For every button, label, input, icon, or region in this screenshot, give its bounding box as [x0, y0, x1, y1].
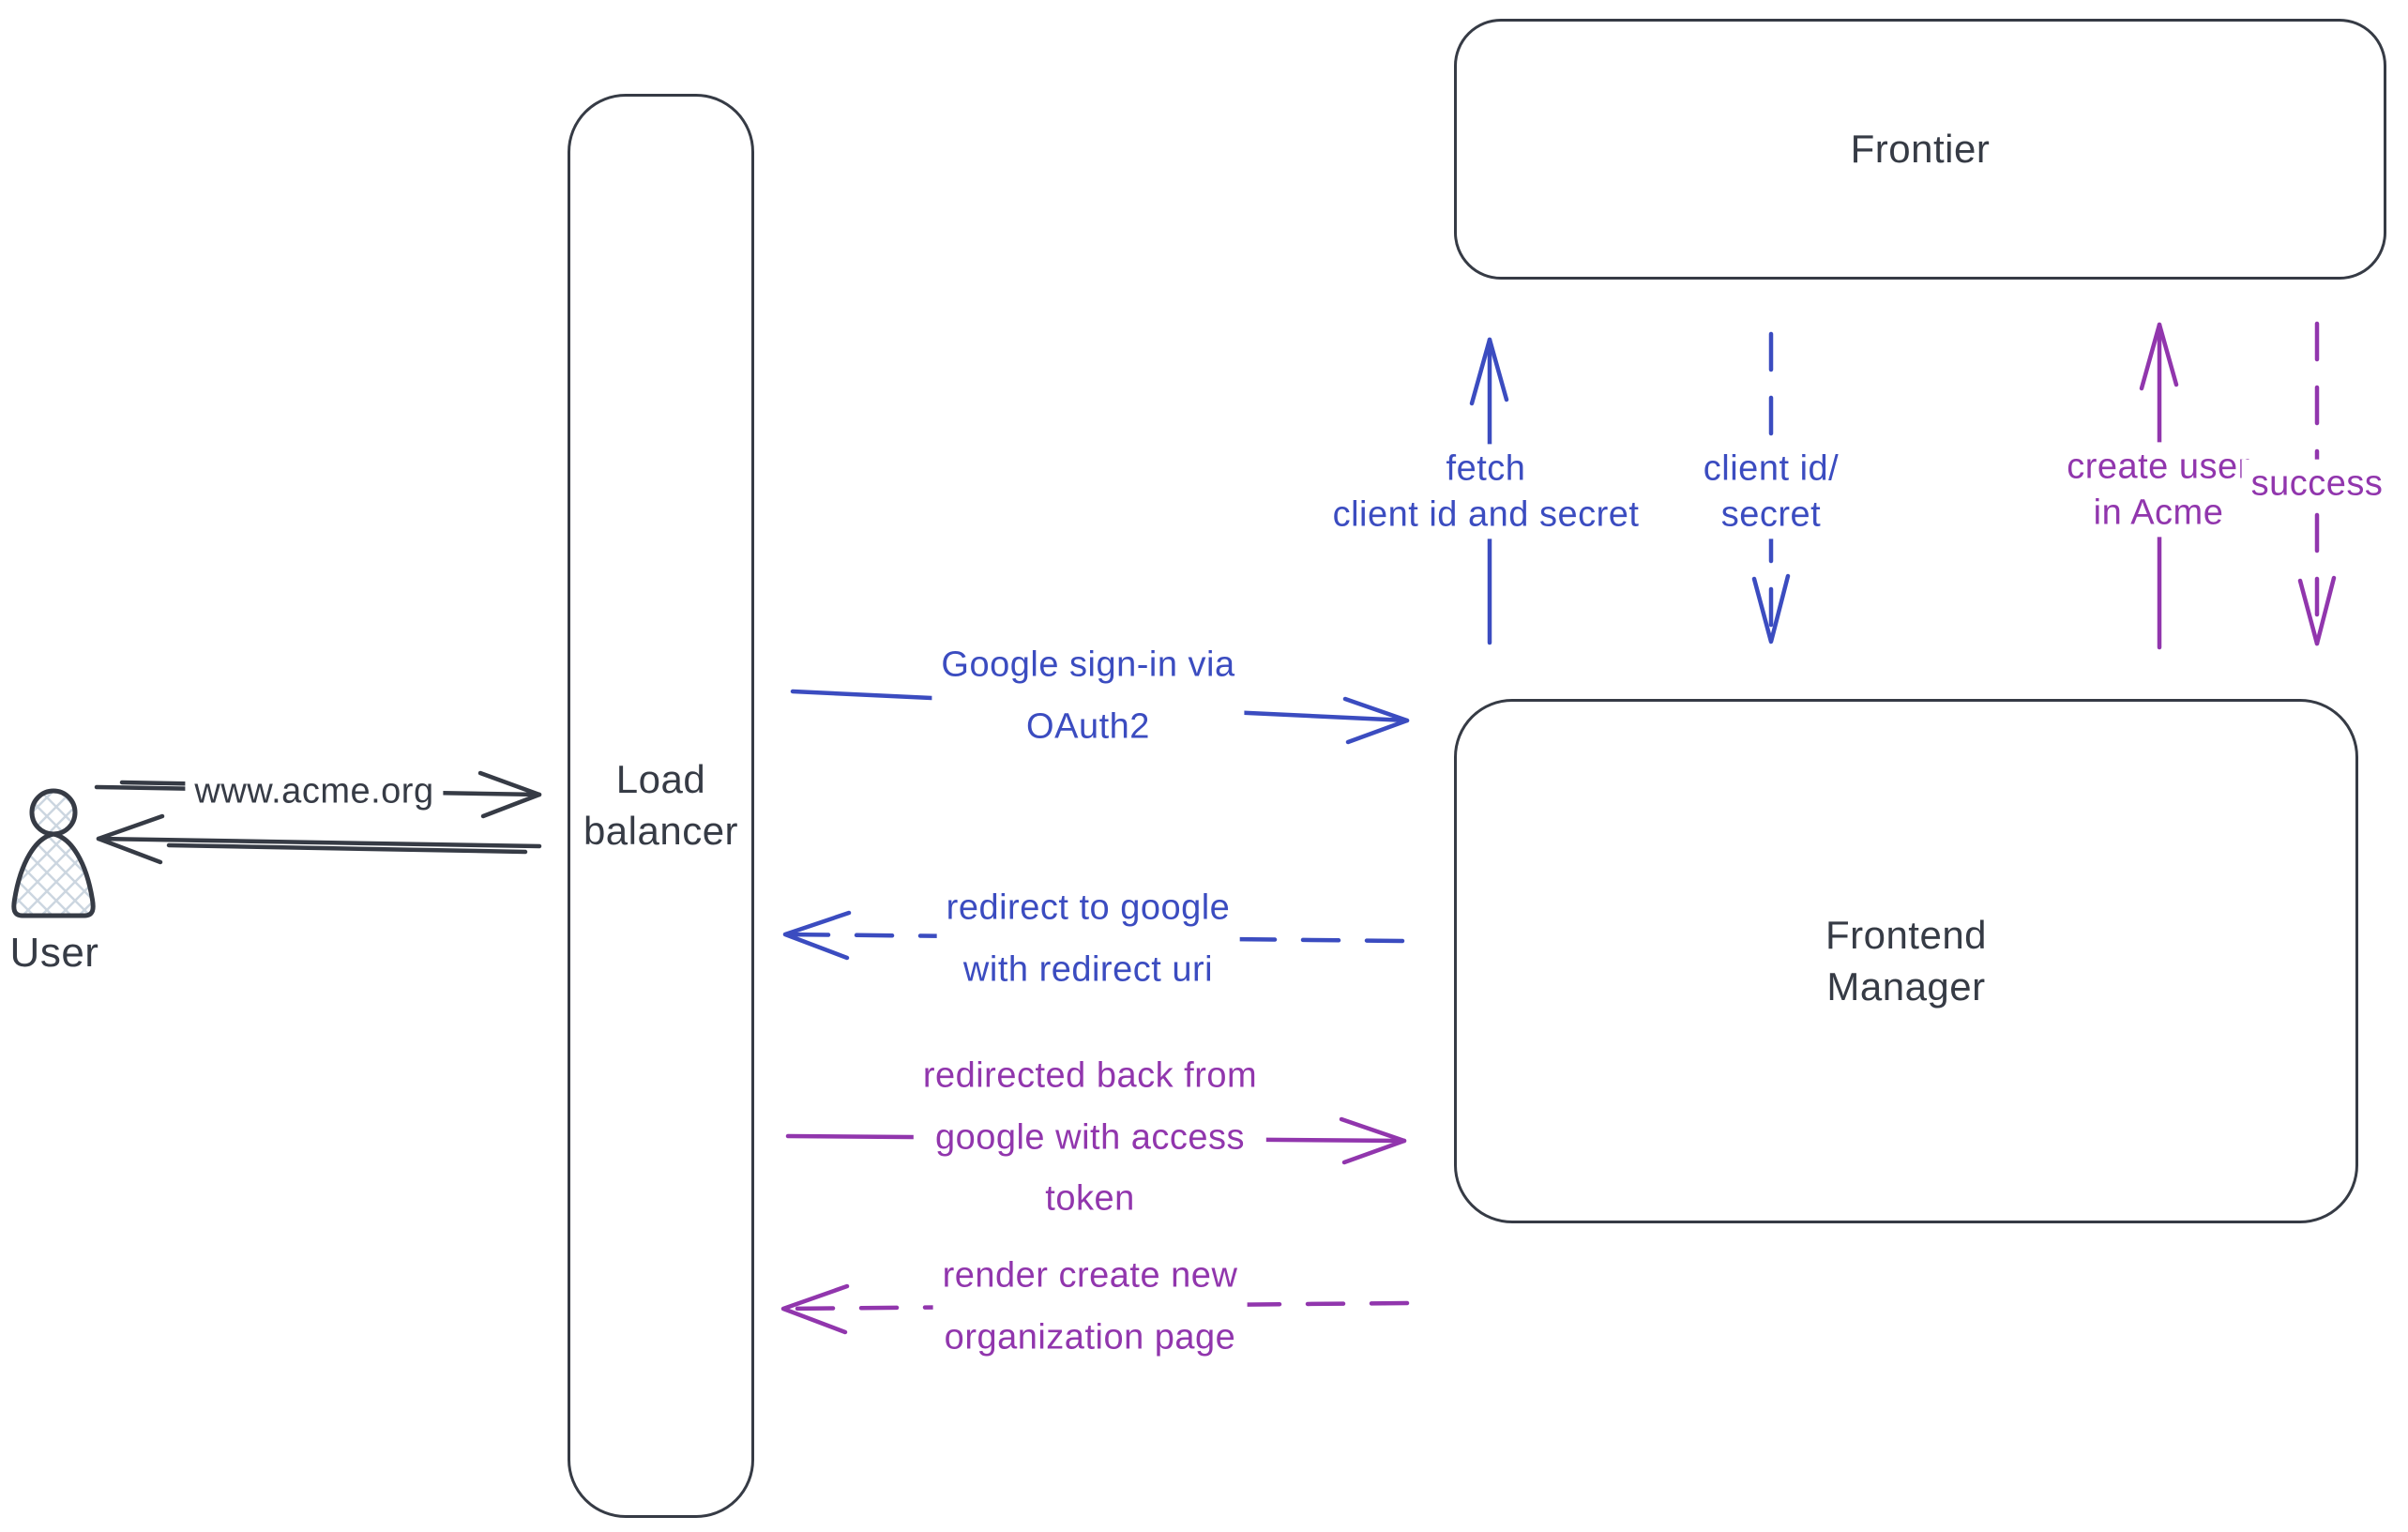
label-redirected-back: redirected back from google with access … [913, 1043, 1267, 1233]
load-balancer-box: Load balancer [568, 94, 754, 1518]
frontend-manager-title: Frontend Manager [1825, 912, 1988, 1009]
label-create-user: create user in Acme [2057, 442, 2260, 538]
frontend-manager-box: Frontend Manager [1454, 699, 2358, 1223]
arrow-redirect-to-google [782, 910, 1405, 961]
frontier-box: Frontier [1454, 19, 2386, 280]
label-client-id-secret: client id/ secret [1693, 444, 1849, 539]
label-www-request: www.acme.org [185, 769, 444, 814]
arrow-render-create-org [780, 1283, 1410, 1335]
label-google-signin: Google sign-in via OAuth2 [931, 632, 1245, 760]
label-render-create-org: render create new organization page [932, 1243, 1248, 1371]
label-success: success [2241, 459, 2393, 509]
frontier-title: Frontier [1850, 126, 1991, 171]
user-label: User [0, 928, 109, 978]
load-balancer-title: Load balancer [583, 757, 739, 853]
user-figure-icon [11, 788, 96, 918]
arrow-response-to-user [96, 813, 542, 865]
label-fetch-client-id: fetch client id and secret [1323, 444, 1649, 539]
label-redirect-to-google: redirect to google with redirect uri [936, 875, 1240, 1003]
